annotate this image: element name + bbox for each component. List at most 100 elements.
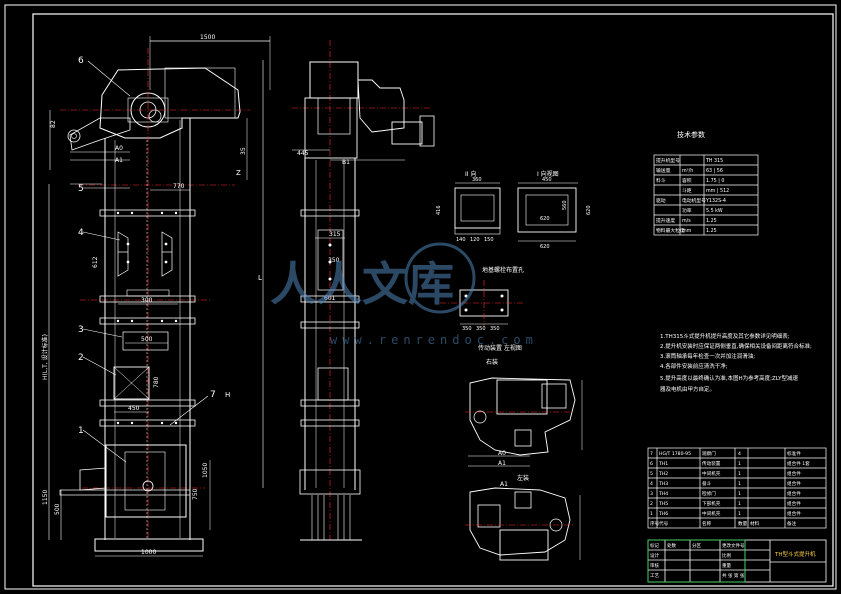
note-6: 器及电机由甲方自定。 <box>660 385 715 393</box>
callout-3: 3 <box>78 325 84 335</box>
section-ii-title: II 向 <box>465 170 476 178</box>
foundation-d1: 350 <box>462 326 472 332</box>
overall-height-label: H(L,T, 设计标准) <box>41 334 49 380</box>
params-cell: 1.75 | 0 <box>706 178 724 184</box>
bom-cell: 5 <box>650 471 653 477</box>
side-dim-b1: B1 <box>342 159 350 166</box>
tb-role-0: 设计 <box>650 552 659 559</box>
arc-z: Z <box>236 169 241 177</box>
bom-cell: 序号 <box>650 520 660 527</box>
params-cell: 1.25 <box>706 218 717 224</box>
params-cell: m³/h <box>682 168 693 174</box>
dim-500: 500 <box>141 336 153 343</box>
params-cell: 输送量 <box>656 167 671 174</box>
tb-role-2: 工艺 <box>650 573 659 579</box>
bom-cell: 1 <box>738 511 741 517</box>
section-i: I 向视图 450 620 620 620 560 <box>517 170 592 250</box>
drive-right-sub: 右装 <box>486 358 498 366</box>
dim-a1: A1 <box>115 157 123 164</box>
bom-cell: TH3 <box>658 481 668 487</box>
bom-cell: 材料 <box>750 520 760 527</box>
bom-cell: 数量 <box>738 520 748 527</box>
drive-left-a1: A1 <box>500 481 508 488</box>
drive-right-title: 传动装置 左视图 <box>478 344 522 352</box>
callout-1: 1 <box>78 426 84 436</box>
bom-cell: 标准件 <box>787 450 801 457</box>
params-cell: 63 | 56 <box>706 168 723 174</box>
dim-a0: A0 <box>115 145 123 152</box>
tb-weight: 重量 <box>722 562 731 569</box>
bom-cell: 下部机壳 <box>702 500 721 507</box>
dim-300: 300 <box>141 297 153 304</box>
dim-780: 780 <box>153 376 160 388</box>
bom-cell: 2 <box>650 501 653 507</box>
params-cell: 容积 <box>682 177 692 184</box>
dim-1150: 1150 <box>42 490 49 505</box>
bom-cell: 6 <box>650 461 653 467</box>
side-dim-445: 445 <box>297 150 309 157</box>
params-cell: 物料最大粒度 <box>656 227 685 234</box>
tb-label-0: 标记 <box>650 542 659 549</box>
bom-cell: TH2 <box>658 471 668 477</box>
bom-cell: 传动装置 <box>702 460 721 467</box>
bom-cell: 代号 <box>659 520 669 527</box>
bom-cell: 组合件 1套 <box>787 460 810 467</box>
foundation-plan: 地基螺栓布置孔 350 350 350 <box>440 266 525 332</box>
bom-cell: 中间机壳 <box>702 470 721 477</box>
callout-4: 4 <box>78 228 84 238</box>
bom-cell: 7 <box>650 451 653 457</box>
section-i-w: 450 <box>542 177 552 183</box>
bom-cell: 1 <box>738 471 741 477</box>
foundation-title: 地基螺栓布置孔 <box>482 266 524 274</box>
bom-cell: 1 <box>738 481 741 487</box>
bom-cell: 1 <box>738 491 741 497</box>
dim-612: 612 <box>92 256 99 268</box>
params-cell: 斗距 <box>682 188 692 194</box>
bom-cell: 组合件 <box>787 470 801 477</box>
dim-770: 770 <box>173 183 185 190</box>
tb-sheet: 共 张 第 张 <box>722 572 745 579</box>
params-cell: 提升速度 <box>656 217 675 224</box>
note-1: 1.TH315斗式提升机提升高度及其它参数详见明细表; <box>660 332 790 340</box>
bom-cell: 组合件 <box>787 510 801 517</box>
params-cell: 功率 <box>682 207 692 214</box>
note-2: 2.提升机安装时应保证两侧垂直,确保相关设备间距离符合标准; <box>660 342 812 350</box>
bom-cell: 4 <box>738 451 741 457</box>
dim-450: 450 <box>128 405 140 412</box>
section-i-a: 620 <box>540 216 550 222</box>
section-ii-w: 360 <box>472 177 482 183</box>
bom-cell: 观察门 <box>702 450 716 457</box>
bom-cell: 名称 <box>702 520 712 527</box>
params-cell: mm <box>682 229 692 234</box>
note-3: 3.滚筒轴承每年检查一次并加注润滑油; <box>660 352 755 360</box>
section-i-b: 620 <box>586 205 592 215</box>
drive-left-title: 左装 <box>517 474 529 482</box>
callout-7: 7 <box>210 390 216 400</box>
drive-right-a0: A0 <box>498 450 506 457</box>
watermark-url: www.renrendoc.com <box>330 333 538 347</box>
outer-frame <box>4 4 837 590</box>
tb-label-3: 更改文件号 <box>722 542 745 549</box>
bom-cell: TH5 <box>658 501 668 507</box>
tb-label-1: 处数 <box>667 542 676 549</box>
section-i-c: 620 <box>540 244 550 250</box>
dim-500b: 500 <box>54 503 61 515</box>
bom-cell: 组合件 <box>787 500 801 507</box>
bom-cell: TH1 <box>658 461 668 467</box>
title-block: TH型斗式提升机 标记 处数 分区 更改文件号 设计 审核 工艺 比例 重量 共… <box>647 539 827 583</box>
tb-scale: 比例 <box>722 552 731 559</box>
l-mark: L <box>258 274 262 282</box>
bom-cell: 4 <box>650 481 653 487</box>
params-cell: 5.5 kW <box>706 208 723 214</box>
drive-right-view: 传动装置 左视图 右装 A0 A1 <box>465 344 583 467</box>
section-ii-c: 120 <box>470 237 480 243</box>
bom-cell: 中间机壳 <box>702 510 721 517</box>
note-5: 5.提升高度以最终确认为准,本图H为参考高度;ZLY型减速 <box>660 374 798 382</box>
params-cell: 驱动 <box>656 197 666 204</box>
dim-h1: 1050 <box>202 463 209 478</box>
bom-cell: 1 <box>650 511 653 517</box>
callout-6: 6 <box>78 56 84 66</box>
callout-2: 2 <box>78 353 84 363</box>
